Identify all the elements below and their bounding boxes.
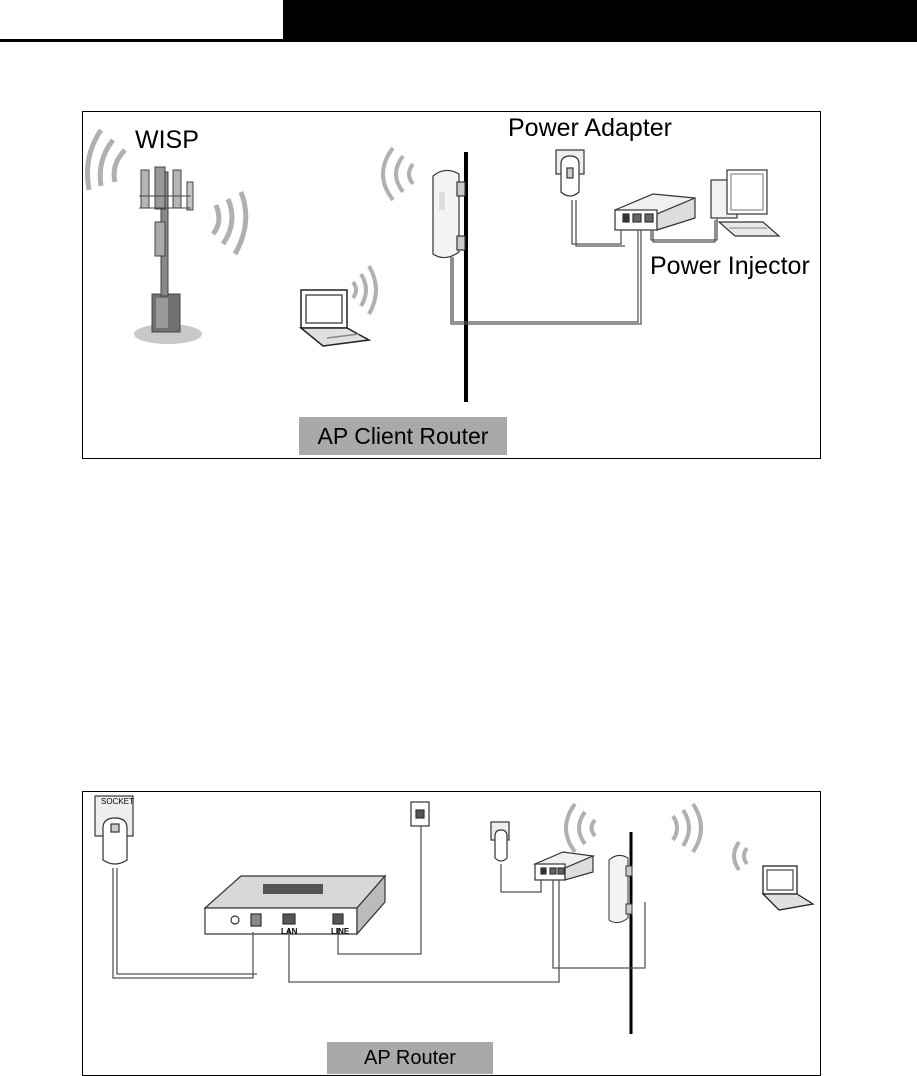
- ap-router-diagram: SOCKET LAN LINE AP Router: [82, 791, 821, 1076]
- mode-label-ap-router: AP Router: [327, 1042, 493, 1074]
- power-injector-label: Power Injector: [650, 252, 810, 281]
- lan-port-label: LAN: [281, 927, 297, 936]
- laptop-icon: [301, 290, 369, 346]
- poe-injector-icon: [535, 852, 593, 880]
- power-adapter-icon: [95, 796, 133, 864]
- wisp-tower-icon: [134, 167, 202, 344]
- ap-client-router-diagram: WISP Power Adapter Power Injector AP Cli…: [82, 111, 821, 459]
- desktop-computer-icon: [711, 170, 779, 236]
- laptop-icon: [763, 866, 813, 910]
- power-adapter-icon: [491, 822, 509, 861]
- wisp-label: WISP: [135, 126, 199, 155]
- access-point-icon: [609, 855, 632, 922]
- header-left-block: [0, 0, 283, 42]
- power-adapter-label: Power Adapter: [508, 114, 672, 143]
- page-header-bar: [0, 0, 917, 42]
- line-port-label: LINE: [331, 927, 349, 936]
- access-point-icon: [433, 170, 465, 257]
- router-icon: [205, 876, 385, 934]
- ap-client-router-illustration: [83, 112, 820, 458]
- header-right-block: [283, 0, 917, 42]
- ap-router-illustration: [83, 792, 820, 1075]
- power-adapter-icon: [556, 150, 584, 196]
- phone-jack-icon: [411, 802, 429, 826]
- mode-label-ap-client-router: AP Client Router: [299, 417, 507, 455]
- poe-injector-icon: [615, 194, 695, 230]
- socket-label: SOCKET: [101, 797, 134, 806]
